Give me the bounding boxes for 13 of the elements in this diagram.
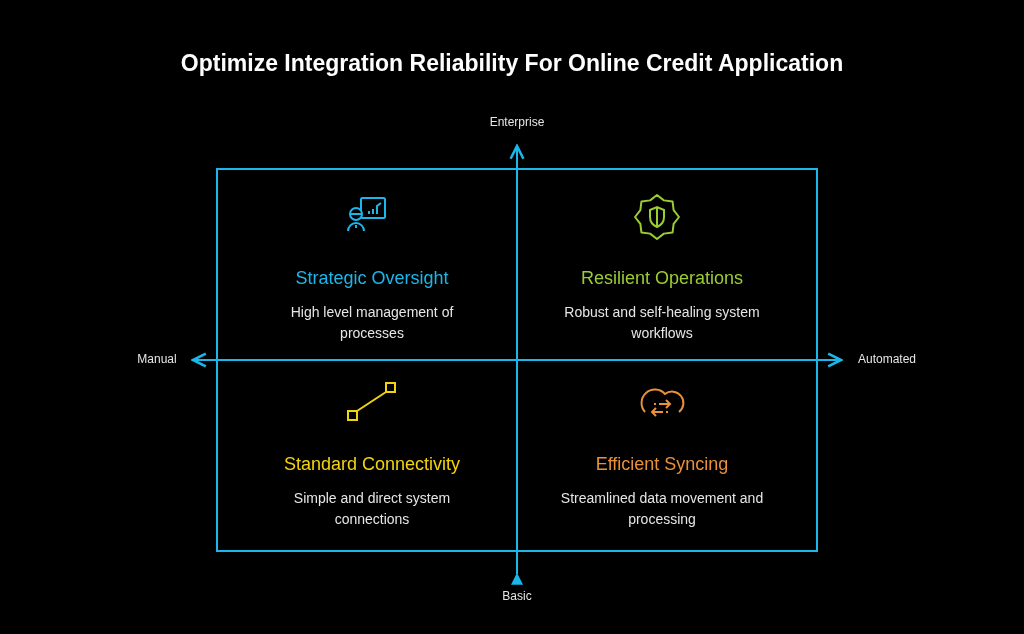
quadrant-description: High level management of processes bbox=[289, 303, 455, 343]
axis-label: Automated bbox=[856, 352, 917, 366]
quadrant-title: Efficient Syncing bbox=[594, 454, 730, 475]
quadrant-description: Robust and self-healing system workflows bbox=[563, 303, 761, 343]
quadrant-description: Simple and direct system connections bbox=[292, 489, 452, 529]
axis-label: Basic bbox=[501, 589, 533, 603]
quadrant-title: Resilient Operations bbox=[579, 268, 745, 289]
axis-label: Enterprise bbox=[488, 115, 546, 129]
quadrant-title: Strategic Oversight bbox=[294, 268, 450, 289]
quadrant-description: Streamlined data movement and processing bbox=[559, 489, 765, 529]
diagram-title: Optimize Integration Reliability For Online Credit Application bbox=[179, 50, 845, 77]
quadrant-title: Standard Connectivity bbox=[282, 454, 462, 475]
axis-label: Manual bbox=[136, 352, 178, 366]
